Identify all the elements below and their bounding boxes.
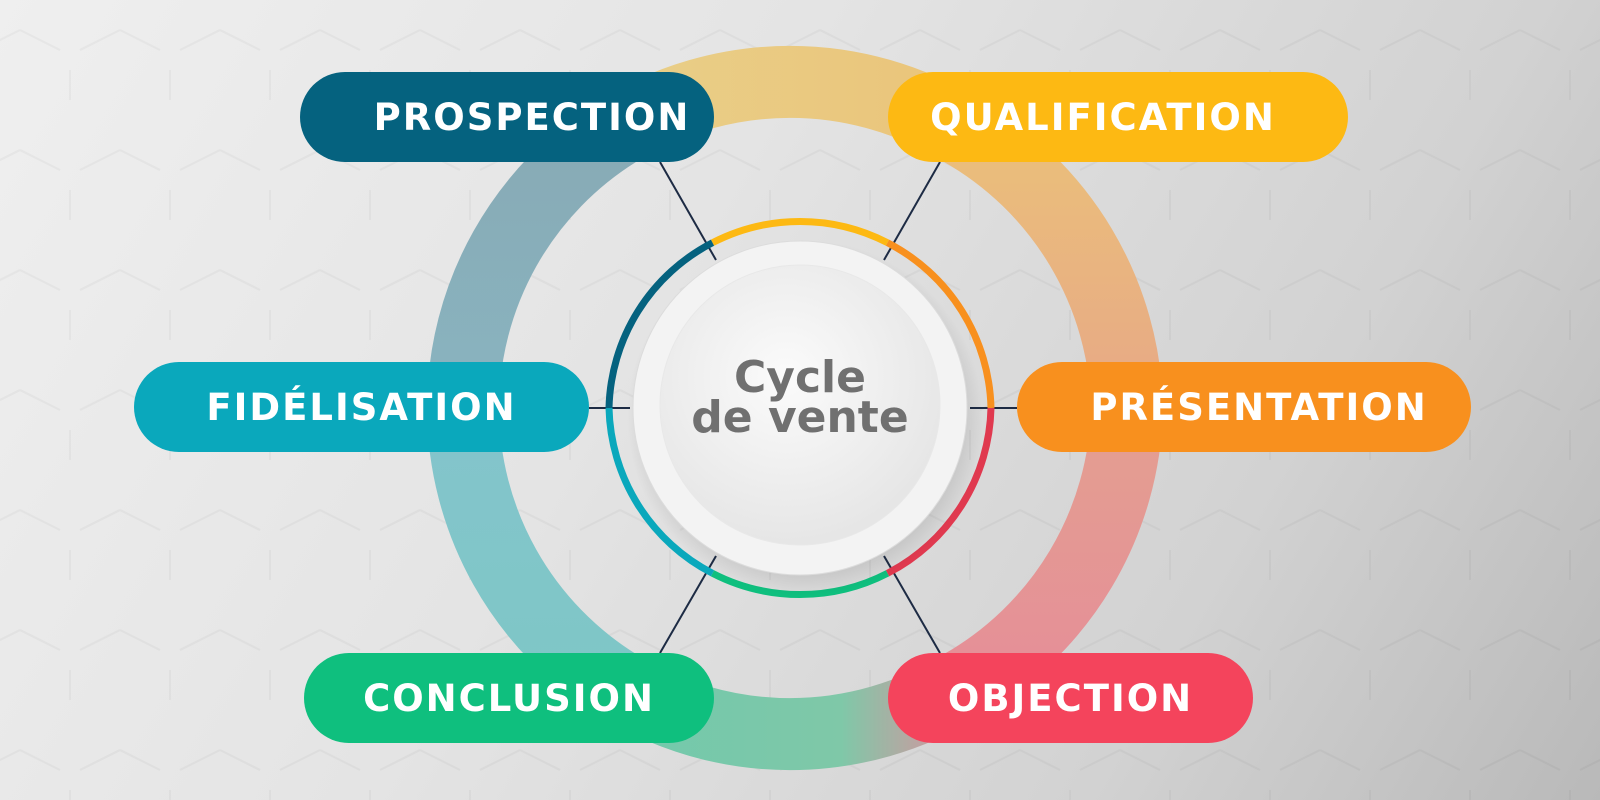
stage-objection: OBJECTION xyxy=(888,653,1253,743)
inner-arc-qualification xyxy=(710,217,890,246)
stage-qualification: QUALIFICATION xyxy=(888,72,1348,162)
hub-inner-disc xyxy=(659,264,941,546)
inner-arc-fidelisation xyxy=(605,407,715,577)
stage-conclusion: CONCLUSION xyxy=(304,653,714,743)
hub-title-line-1: Cycle xyxy=(734,352,866,403)
stage-presentation: PRÉSENTATION xyxy=(1017,362,1471,452)
inner-arc-prospection xyxy=(605,239,715,409)
hub-title: Cycle de vente xyxy=(660,352,940,443)
inner-arc-presentation-upper xyxy=(885,239,995,409)
hub-title-line-2: de vente xyxy=(691,392,909,443)
stage-fidelisation: FIDÉLISATION xyxy=(134,362,589,452)
stage-prospection: PROSPECTION xyxy=(300,72,714,162)
